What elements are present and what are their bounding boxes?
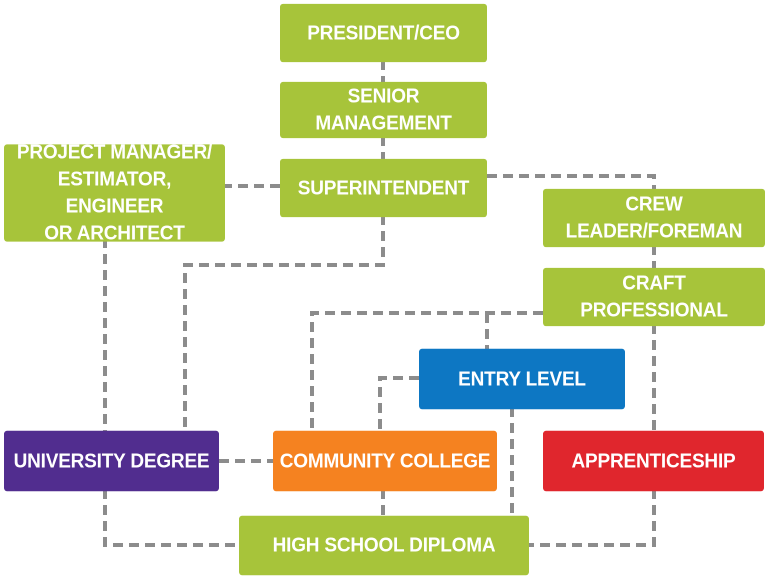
node-university-degree: UNIVERSITY DEGREE — [4, 430, 219, 492]
connector-university-high-school — [103, 489, 239, 547]
node-high-school-diploma: HIGH SCHOOL DIPLOMA — [239, 515, 529, 576]
connector-craft-community-college — [310, 311, 543, 433]
node-president-ceo: PRESIDENT/CEO — [280, 3, 487, 63]
node-project-manager: PROJECT MANAGER/ ESTIMATOR, ENGINEER OR … — [4, 141, 225, 245]
connector-superintendent-crew-leader — [487, 174, 656, 191]
node-entry-level: ENTRY LEVEL — [419, 348, 625, 410]
node-crew-leader-foreman: CREW LEADER/FOREMAN — [543, 188, 765, 248]
connector-apprenticeship-high-school — [529, 489, 656, 547]
node-community-college: COMMUNITY COLLEGE — [273, 430, 497, 492]
node-superintendent: SUPERINTENDENT — [280, 158, 487, 218]
connector-superintendent-university — [183, 215, 385, 433]
node-craft-professional: CRAFT PROFESSIONAL — [543, 267, 765, 327]
connector-entry-community-college — [378, 376, 419, 433]
node-senior-management: SENIOR MANAGEMENT — [280, 81, 487, 139]
node-apprenticeship: APPRENTICESHIP — [543, 430, 764, 492]
